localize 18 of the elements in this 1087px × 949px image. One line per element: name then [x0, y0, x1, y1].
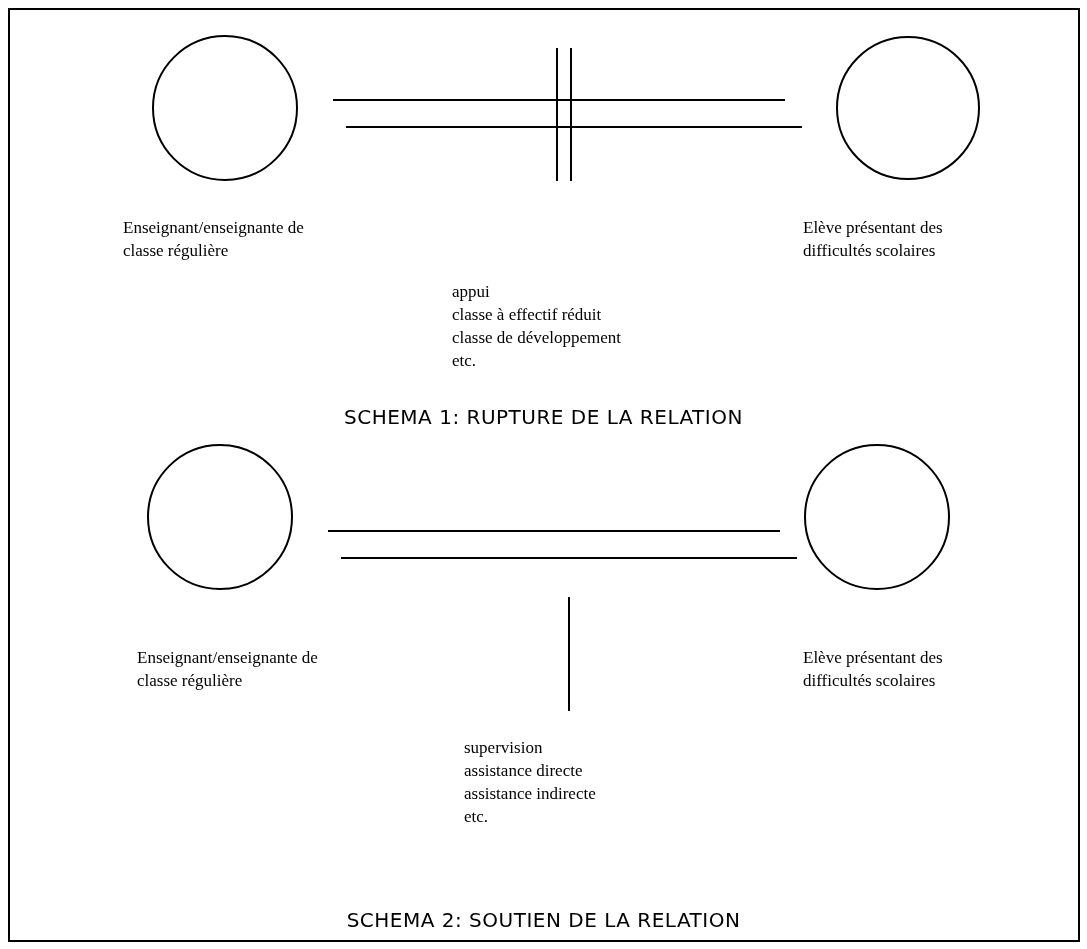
list-item: etc.	[452, 350, 477, 372]
node-label: Elève présentant des difficultés scolaires	[803, 647, 944, 692]
scheme-caption: SCHEMA 1: RUPTURE DE LA RELATION	[343, 405, 744, 429]
list-item: etc.	[464, 806, 489, 828]
list-item: classe à effectif réduit	[452, 304, 602, 326]
list-item: classe de développement	[452, 327, 621, 349]
connector-line	[332, 99, 786, 101]
scheme-caption: SCHEMA 2: SOUTIEN DE LA RELATION	[345, 908, 742, 932]
list-item: assistance indirecte	[464, 783, 596, 805]
node-label: Enseignant/enseignante de classe régulière	[137, 647, 319, 692]
node-label: Enseignant/enseignante de classe régulière	[123, 217, 305, 262]
node-label: Elève présentant des difficultés scolaires	[803, 217, 944, 262]
connector-line	[345, 126, 803, 128]
connector-line	[327, 530, 781, 532]
list-item: supervision	[464, 737, 543, 759]
connector-line	[340, 557, 798, 559]
list-item: appui	[452, 281, 490, 303]
list-item: assistance directe	[464, 760, 583, 782]
